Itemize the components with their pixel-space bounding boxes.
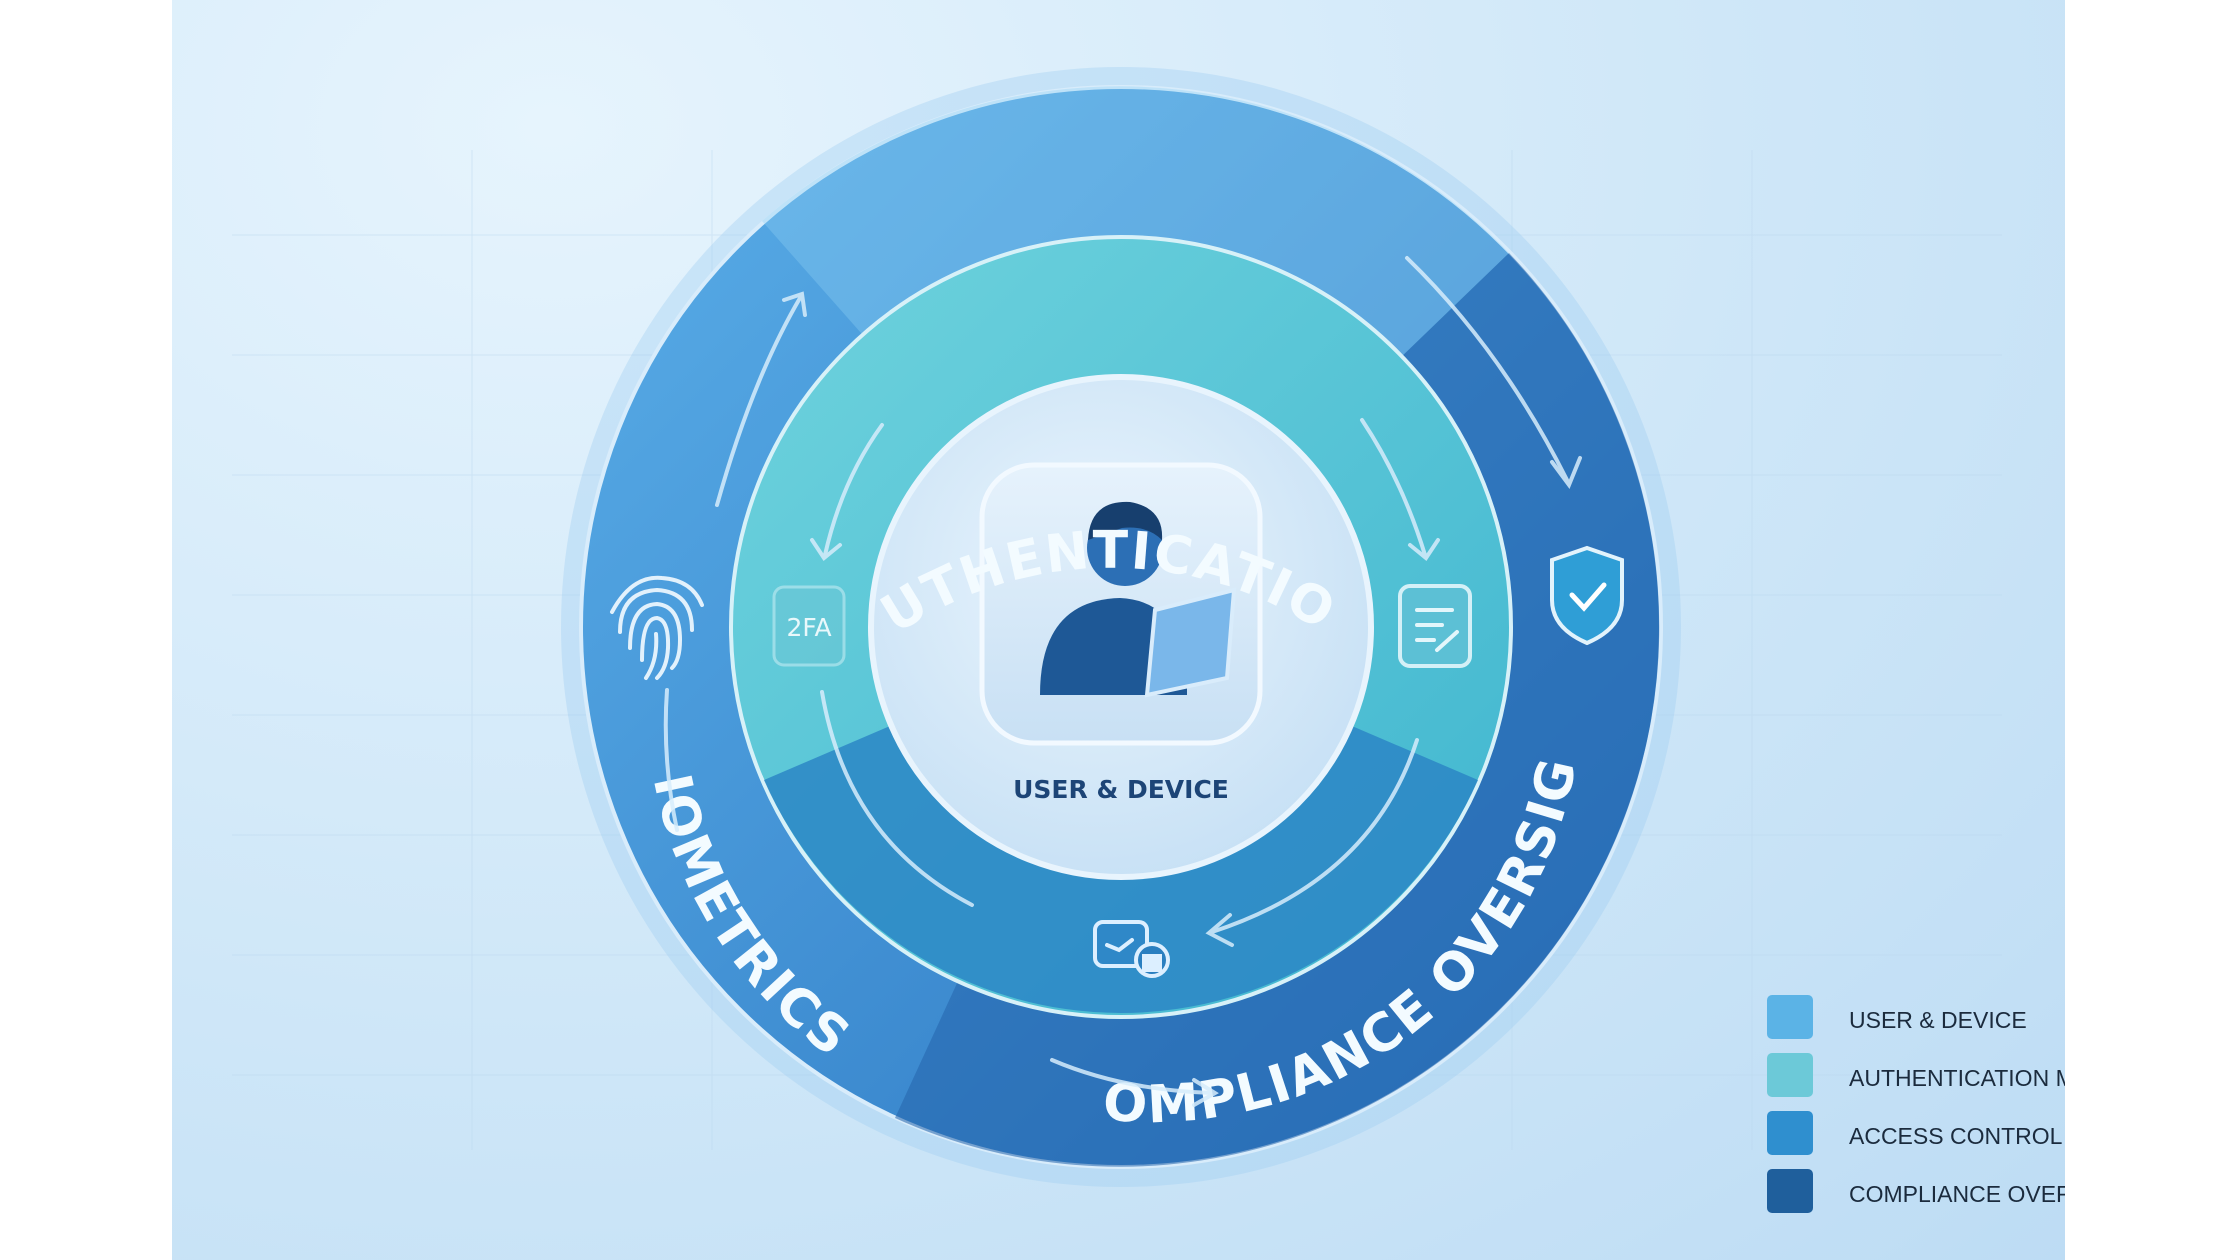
flow-arrow-left-up: [715, 296, 802, 507]
diagram-canvas: USER & DEVICE AUTHENTICATION BIOMETRICS …: [172, 0, 2065, 1260]
fingerprint-icon: [610, 575, 704, 680]
inner-arrow-left-down: [820, 690, 974, 907]
outer-arrow-left-down: [663, 688, 679, 832]
legend-label: AUTHENTICATION METOD: [1849, 1065, 2065, 1091]
inner-arrow-right: [1360, 418, 1427, 557]
inner-arrow-bottom: [1210, 738, 1419, 934]
svg-text:2FA: 2FA: [786, 613, 831, 642]
legend-label: USER & DEVICE: [1849, 1007, 2027, 1033]
legend-swatch: [1767, 1111, 1813, 1155]
legend-item-authentication: AUTHENTICATION METOD: [1767, 1053, 2065, 1111]
legend-swatch: [1767, 995, 1813, 1039]
inner-arrow-left: [823, 423, 884, 557]
center-label: USER & DEVICE: [1013, 775, 1229, 804]
legend-swatch: [1767, 1053, 1813, 1097]
checklist-icon: [1398, 584, 1472, 668]
legend-item-access-control: ACCESS CONTROL: [1767, 1111, 2065, 1169]
legend-item-compliance: COMPLIANCE OVERSIGHT: [1767, 1169, 2065, 1227]
2fa-icon: 2FA: [772, 585, 846, 667]
shield-check-icon: [1550, 545, 1624, 646]
flow-arrow-top-right: [1405, 256, 1569, 482]
legend: USER & DEVICE AUTHENTICATION METOD ACCES…: [1767, 995, 2065, 1227]
flow-arrow-bottom: [1050, 1058, 1214, 1095]
access-control-diagram: USER & DEVICE AUTHENTICATION BIOMETRICS …: [172, 0, 2002, 1187]
legend-label: COMPLIANCE OVERSIGHT: [1849, 1181, 2065, 1207]
legend-item-user-device: USER & DEVICE: [1767, 995, 2065, 1053]
legend-label: ACCESS CONTROL: [1849, 1123, 2063, 1149]
user-laptop-icon: [1040, 501, 1237, 698]
lock-sync-icon: [1093, 920, 1170, 978]
legend-swatch: [1767, 1169, 1813, 1213]
